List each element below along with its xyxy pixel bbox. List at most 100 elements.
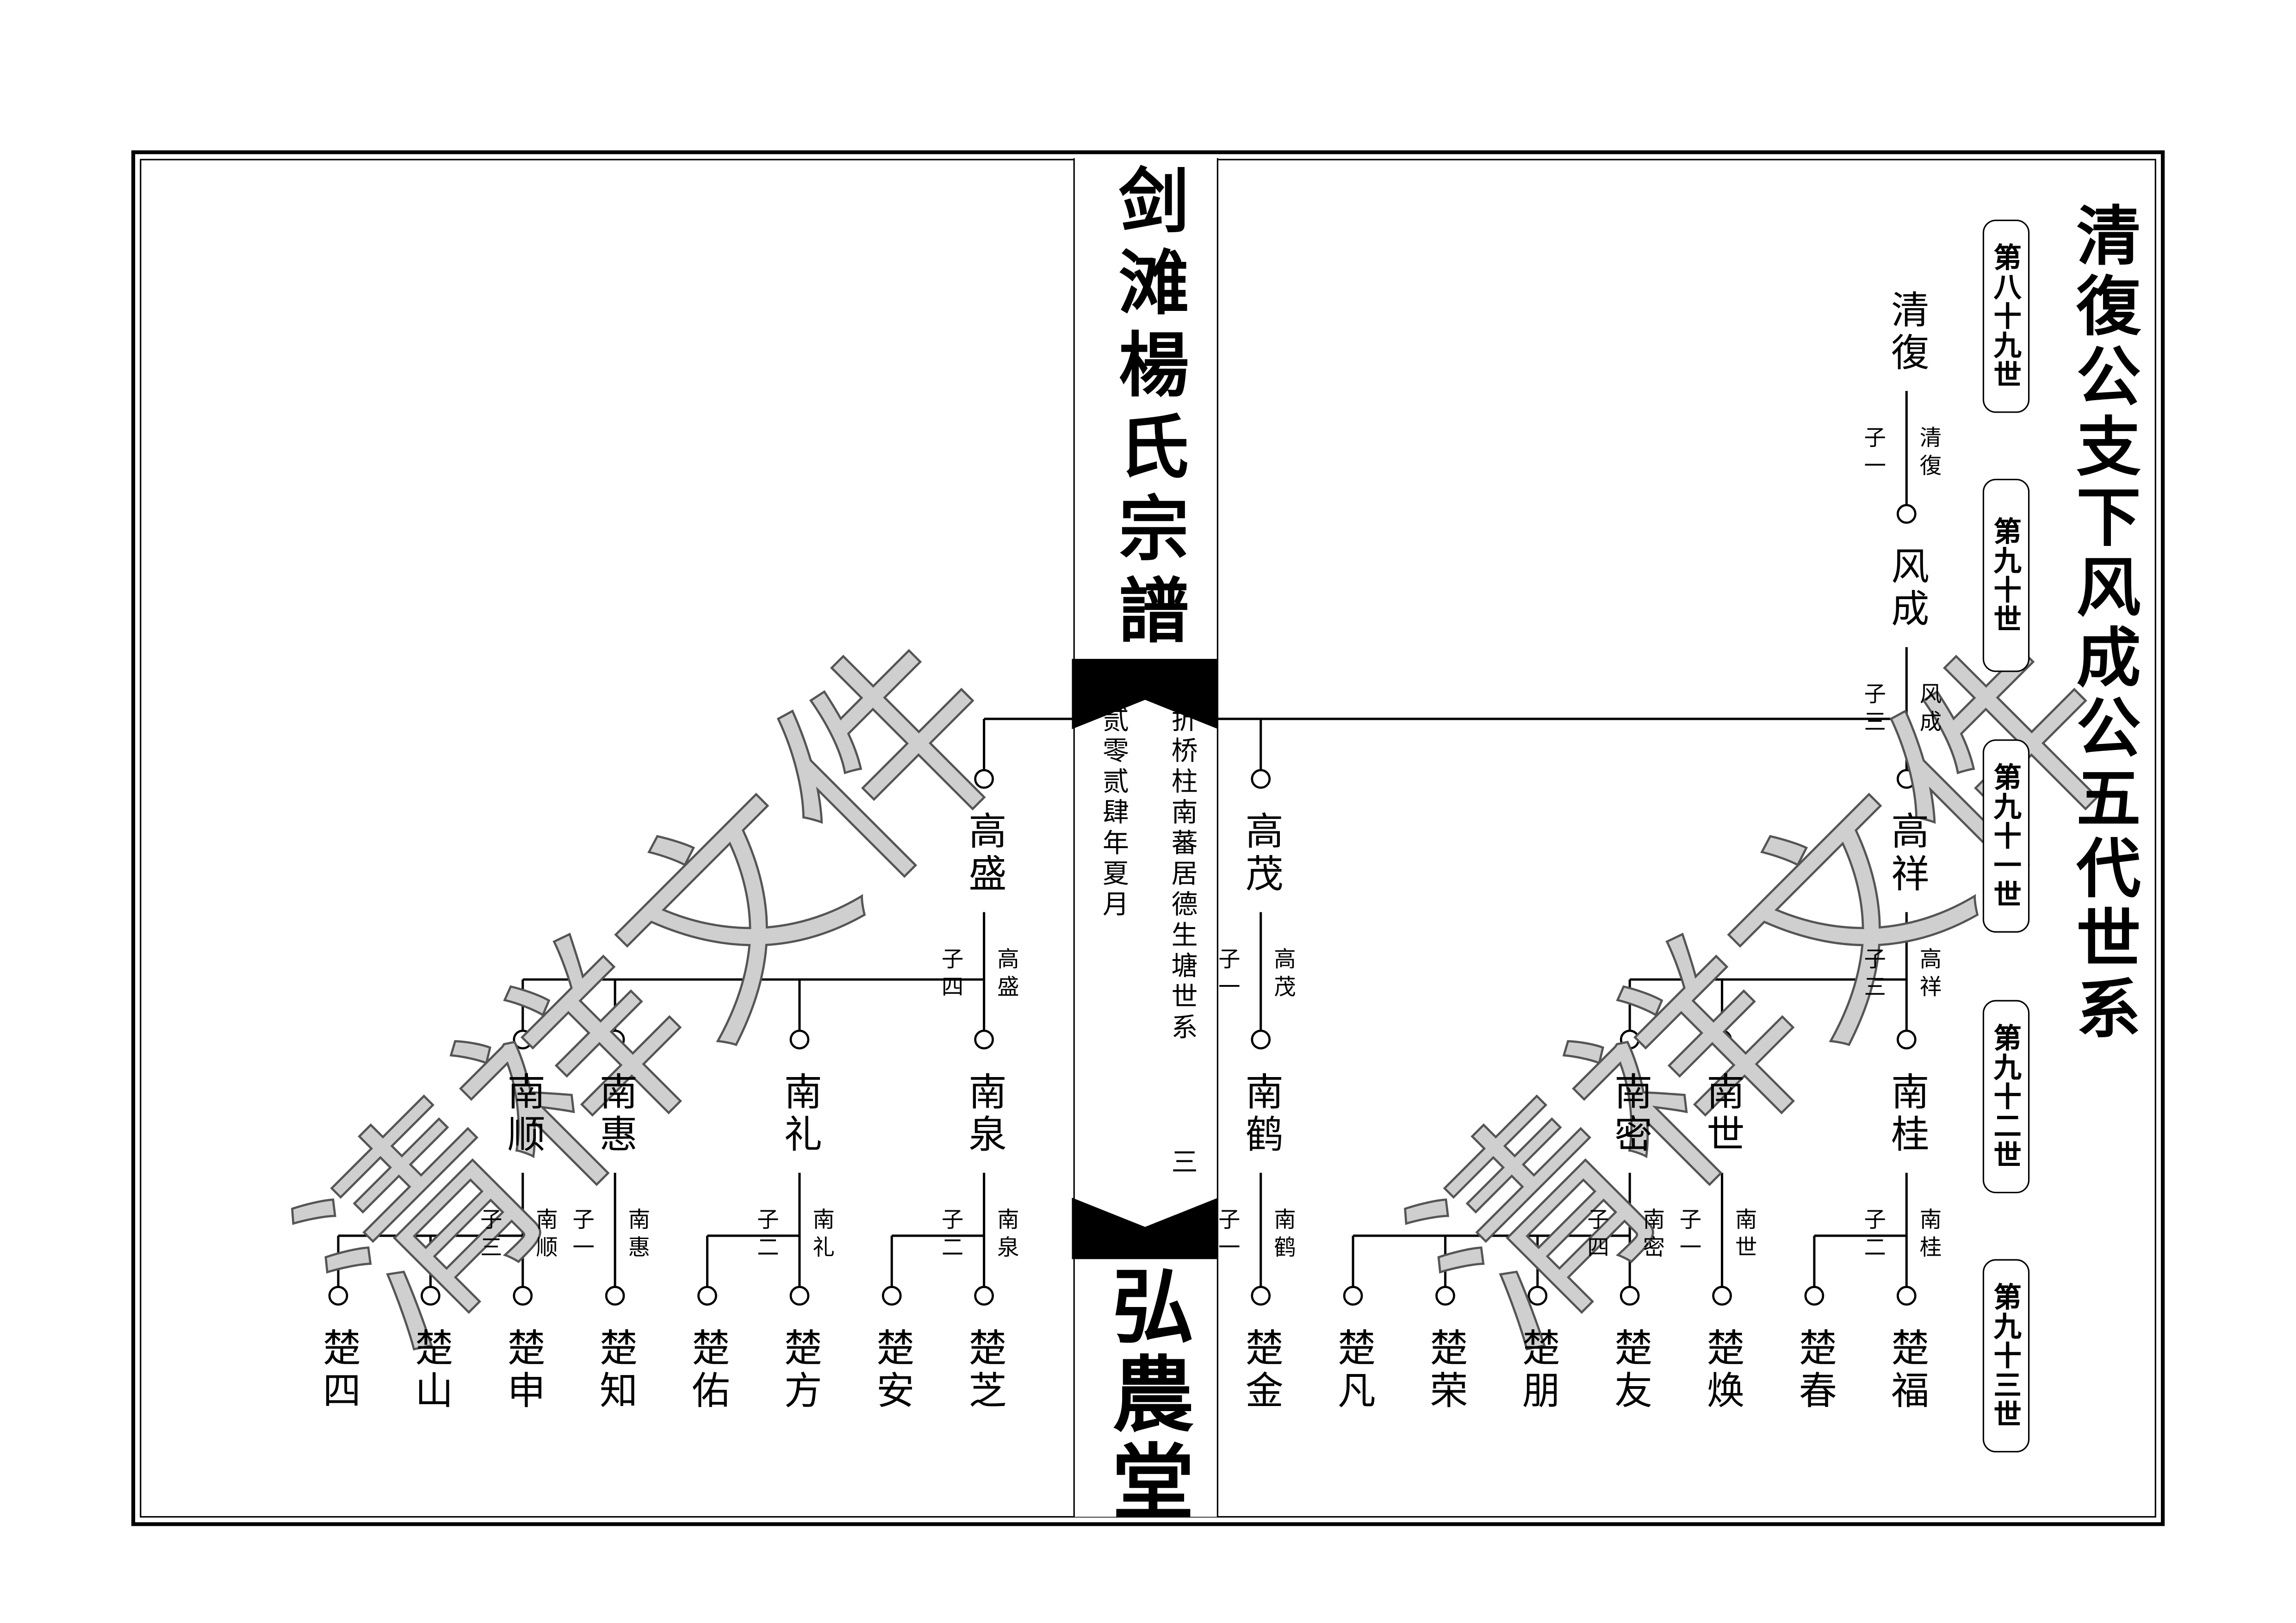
person-name: 高盛 bbox=[962, 811, 1006, 896]
children-count-label: 子二 bbox=[1861, 1208, 1888, 1264]
person-name: 楚四 bbox=[316, 1328, 360, 1413]
person-name: 清復 bbox=[1884, 290, 1929, 375]
generation-label-91: 第九十一世 bbox=[1982, 739, 2030, 933]
parent-name-label: 南顺 bbox=[533, 1208, 559, 1264]
children-count-label: 子一 bbox=[1861, 426, 1888, 482]
parent-name-label: 南密 bbox=[1640, 1208, 1667, 1264]
parent-name-label: 清復 bbox=[1917, 426, 1943, 482]
children-count-label: 子四 bbox=[938, 947, 965, 1003]
person-name: 楚山 bbox=[408, 1328, 453, 1413]
person-name: 楚荣 bbox=[1423, 1328, 1467, 1413]
node-marker bbox=[974, 1286, 994, 1306]
children-count-label: 子三 bbox=[1861, 947, 1888, 1003]
person-name: 南惠 bbox=[593, 1072, 637, 1157]
node-marker bbox=[789, 1029, 810, 1050]
generation-text: 第九十世 bbox=[1989, 517, 2022, 634]
book-name: 剑滩楊氏宗譜 bbox=[1105, 164, 1188, 656]
node-marker bbox=[605, 1029, 625, 1050]
bottom-chevron-band bbox=[1072, 1197, 1218, 1259]
children-count-label: 子四 bbox=[1584, 1208, 1611, 1264]
node-marker bbox=[1712, 1029, 1732, 1050]
outer-border bbox=[131, 150, 2165, 1526]
node-marker bbox=[328, 1286, 348, 1306]
node-marker bbox=[881, 1286, 902, 1306]
node-marker bbox=[1251, 1029, 1271, 1050]
person-name: 楚安 bbox=[869, 1328, 914, 1413]
node-marker bbox=[1712, 1286, 1732, 1306]
person-name: 风成 bbox=[1884, 546, 1929, 631]
children-count-label: 子三 bbox=[477, 1208, 504, 1264]
parent-name-label: 高盛 bbox=[994, 947, 1021, 1003]
generation-label-93: 第九十三世 bbox=[1982, 1259, 2030, 1453]
children-count-label: 子一 bbox=[1215, 947, 1242, 1003]
person-name: 楚金 bbox=[1239, 1328, 1283, 1413]
node-marker bbox=[421, 1286, 441, 1306]
parent-name-label: 高茂 bbox=[1271, 947, 1297, 1003]
generation-text: 第八十九世 bbox=[1989, 243, 2022, 390]
generation-text: 第九十三世 bbox=[1989, 1282, 2022, 1429]
node-marker bbox=[1620, 1029, 1640, 1050]
person-name: 南世 bbox=[1700, 1072, 1744, 1157]
node-marker bbox=[1896, 1286, 1917, 1306]
node-marker bbox=[974, 1029, 994, 1050]
node-marker bbox=[1804, 1286, 1824, 1306]
person-name: 楚福 bbox=[1884, 1328, 1929, 1413]
hall-name: 弘農堂 bbox=[1098, 1264, 1195, 1527]
node-marker bbox=[1251, 769, 1271, 789]
person-name: 楚知 bbox=[593, 1328, 637, 1413]
node-marker bbox=[1620, 1286, 1640, 1306]
person-name: 南泉 bbox=[962, 1072, 1006, 1157]
node-marker bbox=[605, 1286, 625, 1306]
parent-name-label: 南桂 bbox=[1917, 1208, 1943, 1264]
node-marker bbox=[1435, 1286, 1455, 1306]
parent-name-label: 南世 bbox=[1732, 1208, 1759, 1264]
person-name: 南顺 bbox=[501, 1072, 545, 1157]
page-number: 三 bbox=[1167, 1148, 1198, 1175]
children-count-label: 子一 bbox=[1215, 1208, 1242, 1264]
person-name: 南桂 bbox=[1884, 1072, 1929, 1157]
parent-name-label: 南惠 bbox=[625, 1208, 652, 1264]
node-marker bbox=[513, 1029, 533, 1050]
person-name: 南鹤 bbox=[1239, 1072, 1283, 1157]
node-marker bbox=[513, 1286, 533, 1306]
person-name: 楚芝 bbox=[962, 1328, 1006, 1413]
parent-name-label: 高祥 bbox=[1917, 947, 1943, 1003]
node-marker bbox=[697, 1286, 717, 1306]
person-name: 高祥 bbox=[1884, 811, 1929, 896]
generation-label-92: 第九十二世 bbox=[1982, 1000, 2030, 1194]
children-count-label: 子二 bbox=[754, 1208, 781, 1264]
children-count-label: 子二 bbox=[938, 1208, 965, 1264]
parent-name-label: 南礼 bbox=[810, 1208, 836, 1264]
children-count-label: 子三 bbox=[1861, 682, 1888, 738]
node-marker bbox=[1896, 1029, 1917, 1050]
node-marker bbox=[974, 769, 994, 789]
generation-label-90: 第九十世 bbox=[1982, 478, 2030, 672]
page-title: 清復公支下风成公五代世系 bbox=[2065, 202, 2140, 1046]
generation-text: 第九十二世 bbox=[1989, 1023, 2022, 1170]
person-name: 楚佑 bbox=[685, 1328, 729, 1413]
person-name: 南礼 bbox=[777, 1072, 822, 1157]
compile-date: 贰零贰肆年夏月 bbox=[1098, 706, 1129, 921]
node-marker bbox=[1527, 1286, 1548, 1306]
parent-name-label: 南鹤 bbox=[1271, 1208, 1297, 1264]
parent-name-label: 南泉 bbox=[994, 1208, 1021, 1264]
generation-text: 第九十一世 bbox=[1989, 762, 2022, 910]
person-name: 楚凡 bbox=[1331, 1328, 1375, 1413]
person-name: 楚焕 bbox=[1700, 1328, 1744, 1413]
generation-label-89: 第八十九世 bbox=[1982, 219, 2030, 413]
node-marker bbox=[1343, 1286, 1363, 1306]
person-name: 高茂 bbox=[1239, 811, 1283, 896]
parent-name-label: 风成 bbox=[1917, 682, 1943, 738]
children-count-label: 子一 bbox=[1676, 1208, 1703, 1264]
node-marker bbox=[1251, 1286, 1271, 1306]
node-marker bbox=[789, 1286, 810, 1306]
node-marker bbox=[1896, 769, 1917, 789]
children-count-label: 子一 bbox=[570, 1208, 596, 1264]
branch-title: 折桥柱南蕃居德生塘世系 bbox=[1167, 706, 1198, 1044]
node-marker bbox=[1896, 504, 1917, 524]
person-name: 楚友 bbox=[1607, 1328, 1652, 1413]
person-name: 楚申 bbox=[501, 1328, 545, 1413]
person-name: 南密 bbox=[1607, 1072, 1652, 1157]
center-spine: 剑滩楊氏宗譜 折桥柱南蕃居德生塘世系 贰零贰肆年夏月 三 弘農堂 bbox=[1072, 158, 1218, 1527]
